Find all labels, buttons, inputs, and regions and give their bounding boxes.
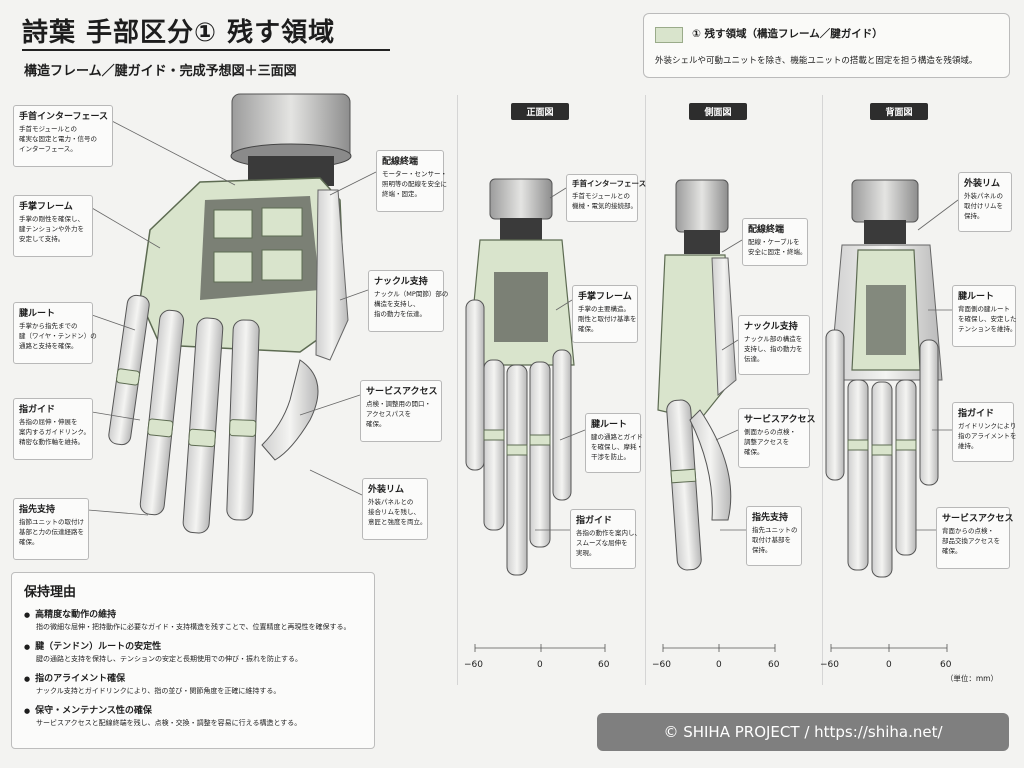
main-hand-illustration (108, 93, 352, 534)
legend-description: 外装シェルや可動ユニットを除き、機能ユニットの搭載と固定を担う構造を残領域。 (655, 56, 978, 66)
side-view-hand (657, 179, 737, 571)
reason-item: 高精度な動作の維持 指の微細な屈伸・把持動作に必要なガイド・支持構造を残すことで… (24, 607, 350, 632)
view-label-side: 側面図 (689, 103, 747, 120)
page-title: 詩葉 手部区分① 残す領域 (22, 18, 336, 48)
callout-knuckle-support: ナックル支持 ナックル（MP関節）部の 構造を支持し、 指の動力を伝達。 (368, 270, 448, 332)
callout-fingertip-support: 指先支持 指節ユニットの取付け 基部と力の伝達経路を 確保。 (13, 498, 89, 560)
callout-wiring-termination: 配線終端 モーター・センサー・ 照明等の配線を安全に 終端・固定。 (376, 150, 447, 212)
page-subtitle: 構造フレーム／腱ガイド・完成予想図＋三面図 (24, 64, 297, 79)
reason-item: 保守・メンテナンス性の確保 サービスアクセスと配線終端を残し、点検・交換・調整を… (24, 703, 301, 728)
front-callout-tendon-route: 腱ルート 腱の通路とガイド を確保し、摩耗・ 干渉を防止。 (585, 413, 643, 473)
front-scale: −60 0 60 (464, 660, 610, 670)
scale-axes (474, 644, 948, 652)
reasons-title: 保持理由 (24, 585, 77, 600)
front-callout-palm-frame: 手掌フレーム 手掌の主要構造。 剛性と取付け基準を 確保。 (572, 285, 638, 343)
back-callout-service-access: サービスアクセス 背面からの点検・ 部品交換アクセスを 確保。 (936, 507, 1014, 569)
front-view-hand (465, 178, 575, 576)
back-callout-finger-guide: 指ガイド ガイドリンクにより 指のアライメントを 維持。 (952, 402, 1017, 462)
callout-tendon-route: 腱ルート 手掌から指先までの 腱（ワイヤ・テンドン）の 通路と支持を確保。 (13, 302, 97, 364)
retention-reasons-panel: 保持理由 高精度な動作の維持 指の微細な屈伸・把持動作に必要なガイド・支持構造を… (11, 572, 375, 749)
front-callout-wrist-interface: 手首インターフェース 手首モジュールとの 機械・電気的接続部。 (566, 174, 646, 222)
callout-service-access: サービスアクセス 点検・調整用の開口・ アクセスパスを 確保。 (360, 380, 442, 442)
view-separator (645, 95, 646, 685)
view-separator (457, 95, 458, 685)
front-callout-finger-guide: 指ガイド 各指の動作を案内し、 スムーズな屈伸を 実現。 (570, 509, 641, 569)
back-view-hand (825, 179, 943, 578)
side-callout-service-access: サービスアクセス 側面からの点検・ 調整アクセスを 確保。 (738, 408, 816, 468)
reason-item: 指のアライメント確保 ナックル支持とガイドリンクにより、指の並び・関節角度を正確… (24, 671, 280, 696)
back-callout-tendon-route: 腱ルート 背面側の腱ルート を確保し、安定した テンションを維持。 (952, 285, 1017, 347)
callout-wrist-interface: 手首インターフェース 手首モジュールとの 確実な固定と電力・信号の インターフェ… (13, 105, 113, 167)
reason-item: 腱（テンドン）ルートの安定性 腱の通路と支持を保持し、テンションの安定と長期使用… (24, 639, 302, 664)
side-callout-knuckle-support: ナックル支持 ナックル部の構造を 支持し、指の動力を 伝達。 (738, 315, 810, 375)
callout-finger-guide: 指ガイド 各指の屈伸・伸展を 案内するガイドリンク。 精密な動作軸を維持。 (13, 398, 93, 460)
title-divider (22, 49, 390, 51)
callout-exterior-rim: 外装リム 外装パネルとの 接合リムを残し、 意匠と強度を両立。 (362, 478, 428, 540)
legend-title: ① 残す領域（構造フレーム／腱ガイド） (692, 28, 883, 40)
back-callout-exterior-rim: 外装リム 外装パネルの 取付けリムを 保持。 (958, 172, 1012, 232)
view-label-back: 背面図 (870, 103, 928, 120)
view-separator (822, 95, 823, 685)
view-label-front: 正面図 (511, 103, 569, 120)
scale-unit: （単位：mm） (945, 674, 998, 683)
copyright-banner: © SHIHA PROJECT / https://shiha.net/ (597, 713, 1009, 751)
side-scale: −60 0 60 (652, 660, 780, 670)
side-callout-fingertip-support: 指先支持 指先ユニットの 取付け基部を 保持。 (746, 506, 802, 566)
side-callout-wiring-termination: 配線終端 配線・ケーブルを 安全に固定・終端。 (742, 218, 808, 266)
legend-swatch (655, 27, 683, 43)
callout-palm-frame: 手掌フレーム 手掌の剛性を確保し、 腱テンションや外力を 安定して支持。 (13, 195, 93, 257)
legend-box: ① 残す領域（構造フレーム／腱ガイド） 外装シェルや可動ユニットを除き、機能ユニ… (643, 13, 1010, 78)
back-scale: −60 0 60 (820, 660, 952, 670)
